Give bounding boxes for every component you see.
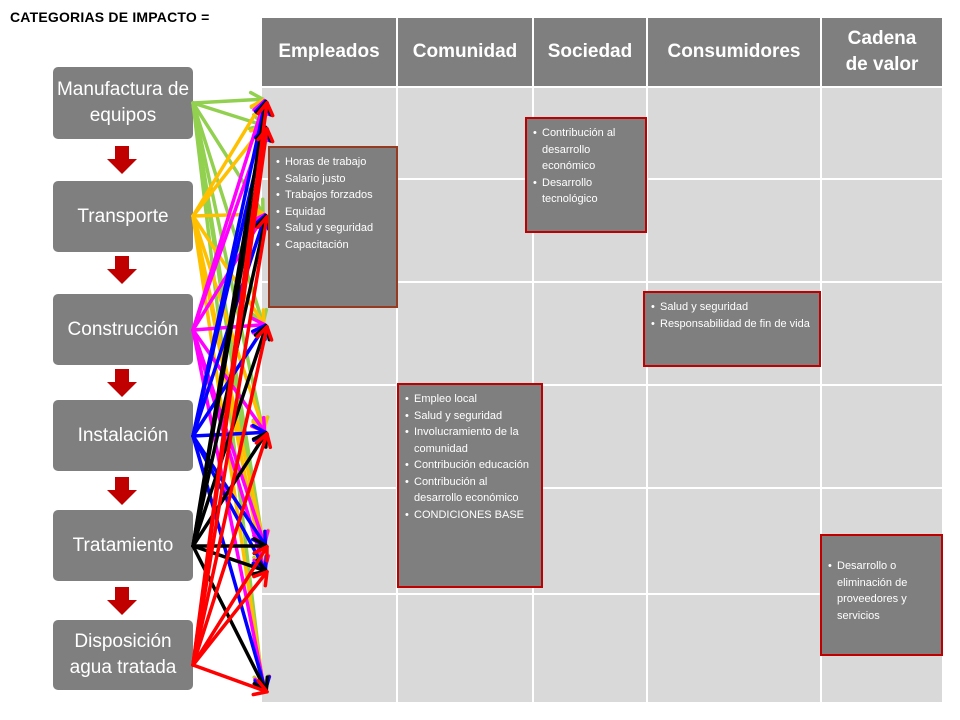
impact-item: Salud y seguridad [651, 299, 813, 316]
grid-divider [262, 384, 942, 386]
impact-item: Salud y seguridad [405, 408, 535, 425]
impact-arrow-line [191, 432, 269, 667]
stage-manufactura-de-equipos: Manufactura de equipos [53, 67, 193, 139]
impact-item: Desarrollo o eliminación de proveedores … [828, 558, 935, 624]
impact-item: Horas de trabajo [276, 154, 390, 171]
impact-item: Responsabilidad de fin de vida [651, 316, 813, 333]
impact-arrow-line [191, 325, 269, 667]
column-header-sociedad: Sociedad [534, 18, 646, 86]
arrow-head-icon [252, 545, 269, 563]
column-header-consumidores: Consumidores [648, 18, 820, 86]
grid-divider [532, 18, 534, 702]
grid-divider [262, 86, 942, 88]
impact-arrow-line [191, 570, 269, 667]
stage-tratamiento: Tratamiento [53, 510, 193, 581]
column-header-cadena-de-valor: Cadena de valor [822, 18, 942, 86]
impact-arrow-line [191, 98, 266, 218]
impact-box-empleados: Horas de trabajo Salario justo Trabajos … [268, 146, 398, 308]
impact-item: Contribución al desarrollo económico [533, 125, 639, 175]
stage-construccion: Construcción [53, 294, 193, 365]
arrow-head-icon [252, 570, 269, 588]
impact-item: Empleo local [405, 391, 535, 408]
arrow-head-icon [255, 325, 274, 342]
impact-box-cadena-de-valor: Desarrollo o eliminación de proveedores … [820, 534, 943, 656]
impact-arrow-line [191, 545, 269, 667]
impact-item: Contribución educación [405, 457, 535, 474]
impact-item: CONDICIONES BASE [405, 507, 535, 524]
down-arrow-icon [107, 256, 137, 284]
arrow-head-icon [251, 679, 269, 697]
page-title: CATEGORIAS DE IMPACTO = [10, 9, 210, 25]
grid-divider [820, 18, 822, 702]
impact-item: Contribución al desarrollo económico [405, 474, 535, 507]
impact-item: Salario justo [276, 171, 390, 188]
impact-arrow-line [191, 663, 269, 694]
arrow-head-icon [254, 432, 273, 450]
grid-divider [262, 281, 942, 283]
impact-arrow-line [191, 127, 269, 667]
down-arrow-icon [107, 477, 137, 505]
column-header-comunidad: Comunidad [398, 18, 532, 86]
stage-transporte: Transporte [53, 181, 193, 252]
impact-item: Capacitación [276, 237, 390, 254]
arrow-head-icon [256, 127, 275, 144]
stage-disposicion-agua-tratada: Disposición agua tratada [53, 620, 193, 690]
grid-divider [262, 487, 942, 489]
impact-item: Desarrollo tecnológico [533, 175, 639, 208]
impact-item: Equidad [276, 204, 390, 221]
impact-arrow-line [191, 97, 265, 105]
impact-box-sociedad: Contribución al desarrollo económico Des… [525, 117, 647, 233]
impact-item: Involucramiento de la comunidad [405, 424, 535, 457]
down-arrow-icon [107, 146, 137, 174]
stage-instalacion: Instalación [53, 400, 193, 471]
down-arrow-icon [107, 587, 137, 615]
impact-item: Trabajos forzados [276, 187, 390, 204]
column-header-empleados: Empleados [262, 18, 396, 86]
impact-box-consumidores: Salud y seguridad Responsabilidad de fin… [643, 291, 821, 367]
down-arrow-icon [107, 369, 137, 397]
grid-divider [396, 18, 398, 702]
arrow-head-icon [256, 101, 275, 118]
impact-box-comunidad: Empleo local Salud y seguridad Involucra… [397, 383, 543, 588]
impact-arrow-line [191, 215, 269, 667]
impact-item: Salud y seguridad [276, 220, 390, 237]
grid-divider [262, 593, 942, 595]
